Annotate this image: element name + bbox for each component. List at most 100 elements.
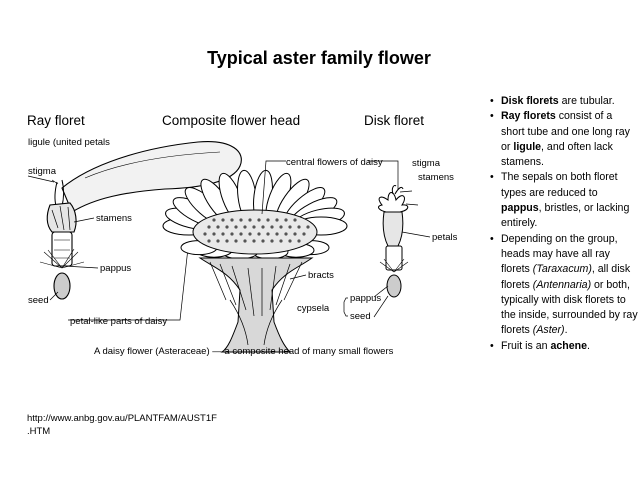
disk-floret-dot [234,239,238,243]
disk-floret-dot [275,232,279,236]
slide-title: Typical aster family flower [207,48,431,68]
ray-pappus-bristles [39,248,85,269]
disk-floret-dot [297,225,301,229]
bullet-note-text: Ray florets [501,110,556,123]
disk-floret-dot [225,239,229,243]
bullet-note: Fruit is an achene. [490,339,638,355]
bullet-note-text: consist of a short tube and one long ray… [501,110,630,153]
bullet-note-text: (Antennaria) [532,278,592,291]
bullet-note-text: Disk florets [501,95,559,107]
composite-flower-head-heading: Composite flower head [162,113,301,128]
disk-center [192,209,318,255]
bullet-note: Disk florets are tubular. [490,94,638,110]
receptacle-bracts [198,257,314,353]
ray-seed [53,272,71,300]
disk-floret-dot [252,239,256,243]
ray-ovary [51,231,73,267]
disk-floret-dot [248,218,252,222]
source-url-line-2: .HTM [27,426,51,437]
disk-floret-dot [293,218,297,222]
label-petals: petals [432,232,458,243]
disk-floret-dot [279,239,283,243]
disk-floret-dot [306,225,310,229]
bullet-note: The sepals on both floret types are redu… [490,170,638,231]
bullet-note-text: . [586,339,590,352]
disk-floret-dot [248,232,252,236]
bullet-note-text: Fruit is an [501,339,551,352]
label-stamens-right: stamens [418,172,454,183]
disk-floret-dot [216,225,220,229]
label-central-flowers: central flowers of daisy [286,157,383,168]
disk-floret-dot [293,232,297,236]
bullet-note-text: are tubular. [558,95,615,107]
label-stigma-right: stigma [412,158,441,169]
disk-floret-dot [261,239,265,243]
bullet-note-text: , bristles, or lacking entirely. [501,202,630,230]
bullet-notes: Disk florets are tubular.Ray florets con… [490,94,638,354]
ray-floret-drawing [39,141,242,300]
label-cypsela: cypsela [297,303,330,314]
disk-floret-dot [279,225,283,229]
disk-stigma [391,185,404,195]
disk-floret-dot [257,232,261,236]
disk-floret-drawing [378,185,409,298]
disk-ovary [385,245,403,271]
disk-corolla-tube [382,211,404,247]
disk-floret-dot [284,218,288,222]
disk-floret-dot [216,239,220,243]
disk-floret-dot [261,225,265,229]
bullet-note-text: Depending on the group, heads may have a… [501,232,618,276]
label-seed-right: seed [350,311,371,322]
disk-floret-dot [207,225,211,229]
label-ligule: ligule (united petals [28,137,110,148]
disk-floret-dot [207,239,211,243]
disk-floret-dot [266,218,270,222]
bullet-note-text: (Aster) [532,324,565,337]
label-seed-left: seed [28,295,49,306]
disk-floret-dot [288,239,292,243]
bullet-note-text: (Taraxacum) [532,263,592,276]
bullet-note: Ray florets consist of a short tube and … [490,109,638,170]
label-stigma-left: stigma [28,166,57,177]
disk-floret-dot [239,218,243,222]
composite-flower-head-drawing [162,169,348,353]
disk-floret-dot [257,218,261,222]
disk-floret-dot [252,225,256,229]
disk-petals [378,192,409,213]
disk-floret-dot [203,232,207,236]
disk-floret-dot [275,218,279,222]
bullet-note-text: achene [550,339,587,352]
disk-floret-dot [212,218,216,222]
disk-floret-dot [239,232,243,236]
bullet-note-text: , and often lack stamens. [501,140,613,169]
label-bracts: bracts [308,270,334,281]
disk-floret-dot [230,218,234,222]
bullet-note-text: or both, typically with disk florets to … [501,278,638,337]
disk-floret-dot [297,239,301,243]
disk-floret-dot [234,225,238,229]
source-url: http://www.anbg.gov.au/PLANTFAM/AUST1F .… [27,412,217,438]
disk-floret-dot [212,232,216,236]
disk-seed [386,274,402,298]
source-url-line-1: http://www.anbg.gov.au/PLANTFAM/AUST1F [27,413,217,424]
diagram-caption: A daisy flower (Asteraceae) — a composit… [94,346,394,357]
bullet-note-text: pappus [501,202,539,215]
bullet-note-text: The sepals on both floret types are redu… [501,171,618,199]
disk-floret-dot [243,225,247,229]
disk-floret-dot [221,232,225,236]
disk-floret-dot [230,232,234,236]
composite-leader-lines [261,160,307,280]
ray-leader-lines [27,175,189,321]
disk-floret-dot [225,225,229,229]
ligule-shape [61,141,242,213]
disk-pappus-bristles [379,258,409,273]
label-stamens-left: stamens [96,213,132,224]
bullet-note-text: , all disk florets [501,263,631,291]
disk-floret-dot [221,218,225,222]
bullet-note: Depending on the group, heads may have a… [490,232,638,339]
label-pappus-right: pappus [350,293,381,304]
disk-floret-dot [288,225,292,229]
disk-floret-dot [243,239,247,243]
bullet-note-text: . [564,324,568,337]
